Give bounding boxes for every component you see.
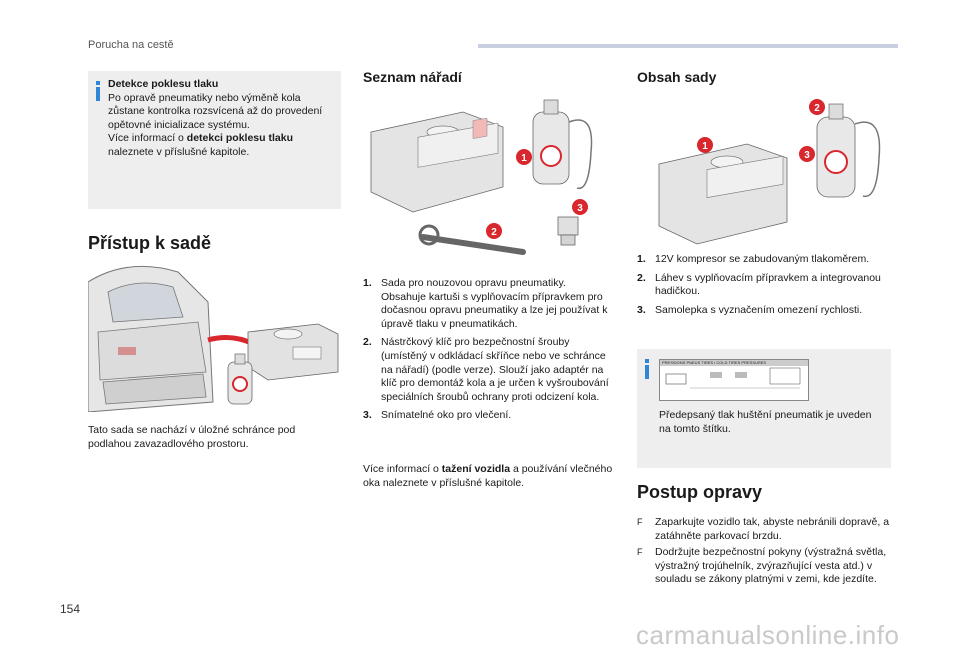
info-icon xyxy=(643,359,651,379)
page-number: 154 xyxy=(60,602,81,616)
repair-steps-list: F Zaparkujte vozidlo tak, abyste nebránil… xyxy=(637,516,891,592)
list-item-text: Snímatelné oko pro vlečení. xyxy=(381,409,512,422)
callout-2 xyxy=(809,99,825,115)
sticker-diagram xyxy=(665,367,801,389)
list-item: 1. Sada pro nouzovou opravu pneumatiky. O… xyxy=(363,277,613,331)
list-item-text: Dodržujte bezpečnostní pokyny (výstražná… xyxy=(655,546,887,586)
list-item-number: 2. xyxy=(363,336,372,349)
section-title-access: Přístup k sadě xyxy=(88,233,212,253)
callout-1-label: 1 xyxy=(702,141,708,152)
header-divider-bar xyxy=(478,44,898,48)
figure-kit-contents: 1 2 3 xyxy=(637,92,891,247)
callout-2 xyxy=(486,223,502,239)
info-box-heading: Detekce poklesu tlaku xyxy=(108,78,219,90)
tool-kit-illustration: 1 2 3 xyxy=(370,99,593,255)
callout-2-label: 2 xyxy=(491,227,497,238)
callout-1 xyxy=(516,149,532,165)
callout-3 xyxy=(799,146,815,162)
info-box-text-2-post: naleznete v příslušné kapitole. xyxy=(108,145,250,158)
info-icon xyxy=(94,81,102,101)
page-header-title: Porucha na cestě xyxy=(88,39,174,51)
watermark: carmanualsonline.info xyxy=(636,620,900,649)
list-item: F Dodržujte bezpečnostní pokyny (výstražn… xyxy=(637,546,891,587)
list-item-number: 2. xyxy=(637,271,646,284)
list-item: 2. Nástrčkový klíč pro bezpečnostní šroub… xyxy=(363,336,613,404)
list-item-number: 3. xyxy=(363,409,372,422)
callout-1-label: 1 xyxy=(521,153,527,164)
list-item: 3. Samolepka s vyznačením omezení rychlos… xyxy=(637,304,891,318)
sticker-header-strip: PRESSIONS PNEUS TIRES / COLD TIRES PRESS… xyxy=(660,360,808,366)
list-item: 1. 12V kompresor se zabudovaným tlakoměre… xyxy=(637,253,891,267)
footer-text-post: a používání vlečného oka naleznete v pří… xyxy=(363,463,613,489)
info-box-tire-pressure-label: PRESSIONS PNEUS TIRES / COLD TIRES PRESS… xyxy=(637,349,891,468)
kit-contents-illustration: 1 2 3 xyxy=(658,99,881,245)
footer-text-pre: Více informací o xyxy=(363,463,442,475)
info-box-tire-pressure-text: Předepsaný tlak huštění pneumatik je uve… xyxy=(659,409,872,435)
footer-text-bold: tažení vozidla xyxy=(441,463,511,475)
callout-3 xyxy=(572,199,588,215)
tool-list: 1. Sada pro nouzovou opravu pneumatiky. O… xyxy=(363,277,613,428)
section-title-repair-procedure: Postup opravy xyxy=(637,482,763,502)
list-item-text: Sada pro nouzovou opravu pneumatiky. Obs… xyxy=(381,277,608,330)
info-box-text-2-bold: detekci poklesu tlaku xyxy=(186,132,293,144)
info-box-pressure-detection: Detekce poklesu tlaku Po opravě pneumati… xyxy=(88,71,341,209)
tools-footer-note: Více informací o tažení vozidla a použív… xyxy=(363,463,613,490)
caption-kit-location: Tato sada se nachází v úložné schránce p… xyxy=(88,424,296,450)
list-item-text: Láhev s vyplňovacím přípravkem a integro… xyxy=(655,271,881,298)
callout-3-label: 3 xyxy=(577,203,583,214)
callout-3-label: 3 xyxy=(804,150,810,161)
callout-1 xyxy=(697,137,713,153)
section-title-kit-contents: Obsah sady xyxy=(637,69,717,85)
figure-tool-list: 1 2 3 xyxy=(363,92,613,262)
list-item: 3. Snímatelné oko pro vlečení. xyxy=(363,409,613,423)
list-item-text: 12V kompresor se zabudovaným tlakoměrem. xyxy=(655,253,870,265)
kit-contents-list: 1. 12V kompresor se zabudovaným tlakoměre… xyxy=(637,253,891,322)
section-title-tools: Seznam nářadí xyxy=(363,69,462,85)
list-item-number: 1. xyxy=(363,277,372,289)
list-item-number: 1. xyxy=(637,253,646,265)
info-box-text-1: Po opravě pneumatiky nebo výměně kola zů… xyxy=(108,91,323,131)
car-trunk-illustration xyxy=(87,265,339,413)
callout-2-label: 2 xyxy=(814,103,820,114)
figure-trunk-access xyxy=(87,262,341,413)
list-item: F Zaparkujte vozidlo tak, abyste nebránil… xyxy=(637,516,891,543)
info-box-text-2-pre: Více informací o xyxy=(108,132,187,144)
step-bullet-icon: F xyxy=(637,517,643,527)
list-item: 2. Láhev s vyplňovacím přípravkem a integ… xyxy=(637,272,891,299)
info-box-text: Detekce poklesu tlaku Po opravě pneumati… xyxy=(108,78,336,159)
list-item-number: 3. xyxy=(637,303,646,316)
list-item-text: Zaparkujte vozidlo tak, abyste nebránili… xyxy=(655,516,890,542)
step-bullet-icon: F xyxy=(637,547,643,558)
list-item-text: Nástrčkový klíč pro bezpečnostní šrouby … xyxy=(381,336,609,403)
list-item-text: Samolepka s vyznačením omezení rychlosti… xyxy=(655,303,863,316)
tire-pressure-sticker: PRESSIONS PNEUS TIRES / COLD TIRES PRESS… xyxy=(659,359,809,401)
